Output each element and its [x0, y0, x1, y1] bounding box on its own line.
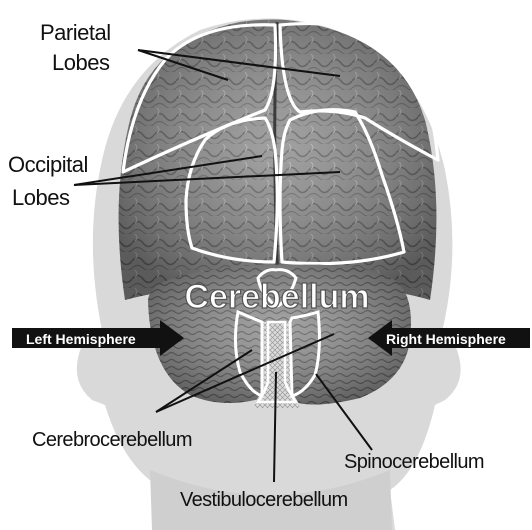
- cerebrum: [119, 20, 437, 301]
- parietal-label-line2: Lobes: [52, 50, 110, 75]
- spinocerebellum-label: Spinocerebellum: [344, 451, 484, 473]
- occipital-label-line1: Occipital: [8, 152, 88, 177]
- cerebellum-label: Cerebellum: [184, 278, 369, 316]
- parietal-label-line1: Parietal: [40, 20, 111, 45]
- left-hemisphere-label: Left Hemisphere: [26, 331, 136, 347]
- cerebrocerebellum-label: Cerebrocerebellum: [32, 429, 192, 451]
- vestibulocerebellum-label: Vestibulocerebellum: [180, 489, 348, 511]
- occipital-label-line2: Lobes: [12, 185, 70, 210]
- right-hemisphere-label: Right Hemisphere: [386, 331, 506, 347]
